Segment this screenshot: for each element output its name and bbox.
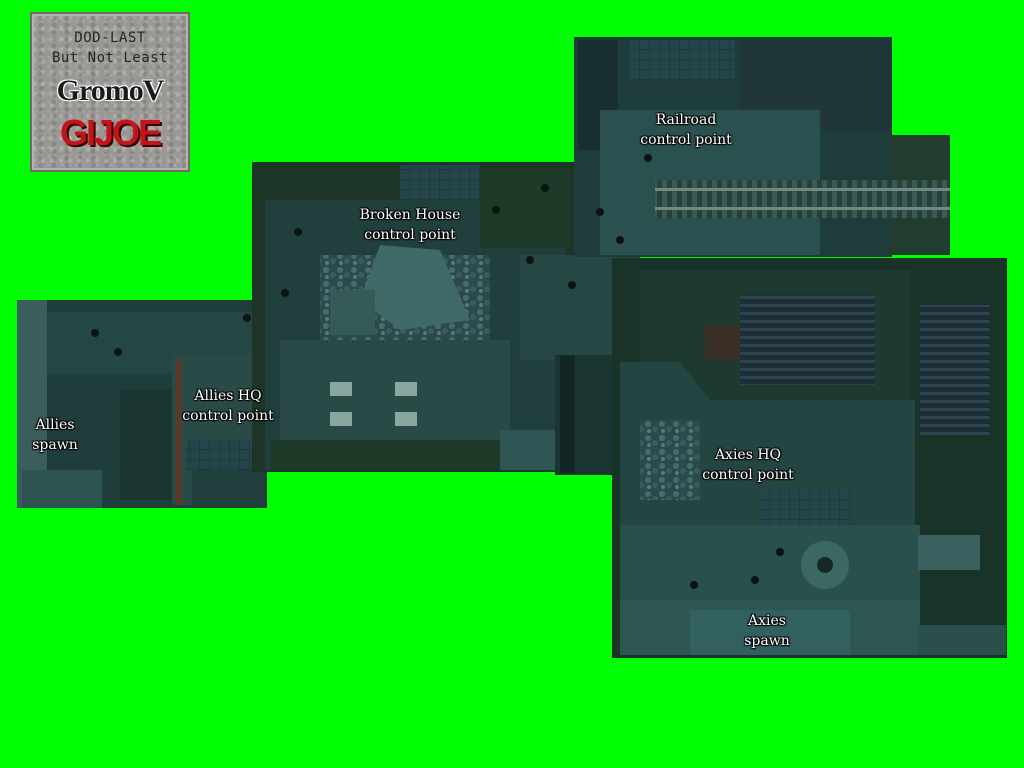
label-line: control point xyxy=(364,227,456,243)
author-logo: GromoV xyxy=(56,74,165,107)
label-line: Axies HQ xyxy=(714,447,782,463)
label-line: spawn xyxy=(32,437,78,453)
rail-track-icon xyxy=(655,180,950,218)
railroad-area xyxy=(574,37,950,257)
broken-house-control-point-label: Broken House control point xyxy=(360,205,461,245)
label-line: Allies HQ xyxy=(194,388,262,404)
label-line: control point xyxy=(640,132,732,148)
label-line: control point xyxy=(182,408,274,424)
brand-logo: GIJOE xyxy=(59,112,162,153)
axies-spawn-label: Axies spawn xyxy=(744,611,790,651)
ruined-house-icon xyxy=(360,245,470,330)
badge-title: DOD-LAST xyxy=(74,30,146,46)
allies-hq-building xyxy=(172,355,262,505)
axies-area xyxy=(612,258,1007,658)
broken-house-area xyxy=(252,162,574,472)
allies-spawn-label: Allies spawn xyxy=(32,415,78,455)
railroad-control-point-label: Railroad control point xyxy=(640,110,731,150)
label-line: Railroad xyxy=(655,112,717,128)
label-line: control point xyxy=(702,467,794,483)
map-badge: DOD-LAST But Not Least GromoV GIJOE xyxy=(30,12,190,172)
badge-subtitle: But Not Least xyxy=(51,50,169,66)
label-line: Allies xyxy=(35,417,75,433)
label-line: Axies xyxy=(748,613,786,629)
label-line: spawn xyxy=(744,633,790,649)
craters xyxy=(91,154,784,589)
allies-hq-control-point-label: Allies HQ control point xyxy=(182,386,273,426)
axies-hq-control-point-label: Axies HQ control point xyxy=(702,445,793,485)
label-line: Broken House xyxy=(359,207,461,223)
